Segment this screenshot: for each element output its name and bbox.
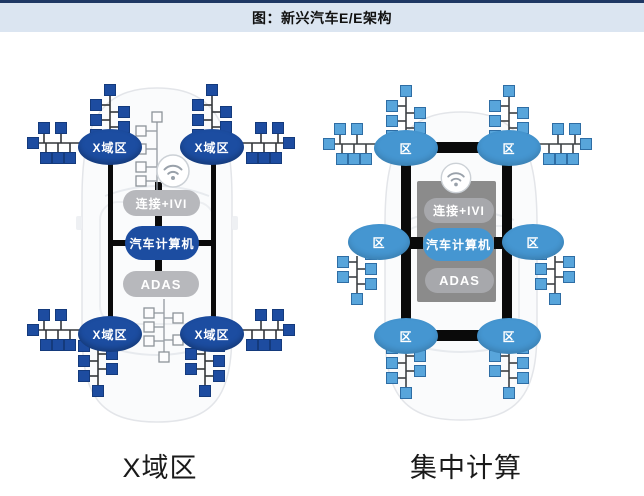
zone-oval-left-top-left: X域区 (78, 129, 142, 165)
figure-title: 图：新兴汽车E/E架构 (251, 9, 393, 26)
connect-ivi-pill-left: 连接+IVI (123, 190, 200, 216)
zone-oval-right-bottom-left: 区 (374, 318, 438, 354)
adas-pill-right: ADAS (425, 268, 494, 293)
zone-oval-left-bottom-right: X域区 (180, 316, 244, 352)
zone-oval-left-bottom-left: X域区 (78, 316, 142, 352)
caption-right: 集中计算 (410, 453, 522, 483)
sensor-tree (322, 122, 379, 166)
wifi-icon (440, 162, 472, 194)
zone-oval-left-top-right: X域区 (180, 129, 244, 165)
caption-left: X域区 (122, 453, 198, 483)
zone-oval-right-mid-left: 区 (348, 224, 410, 260)
figure-header: 图：新兴汽车E/E架构 (0, 0, 644, 32)
center-tree-bottom-left-car (143, 299, 184, 363)
sensor-tree (536, 122, 593, 166)
zone-oval-right-bottom-right: 区 (477, 318, 541, 354)
sensor-tree (26, 308, 83, 352)
car-computer-pill-left: 汽车计算机 (125, 226, 199, 260)
connect-ivi-pill-right: 连接+IVI (424, 198, 494, 223)
zone-oval-right-top-right: 区 (477, 130, 541, 166)
bus-lines-left (108, 150, 216, 336)
zone-oval-right-mid-right: 区 (502, 224, 564, 260)
car-computer-pill-right: 汽车计算机 (423, 228, 494, 261)
sensor-tree (239, 121, 296, 165)
sensor-tree (239, 308, 296, 352)
wifi-icon (156, 154, 190, 188)
adas-pill-left: ADAS (123, 271, 199, 297)
zone-oval-right-top-left: 区 (374, 130, 438, 166)
sensor-tree (26, 121, 83, 165)
